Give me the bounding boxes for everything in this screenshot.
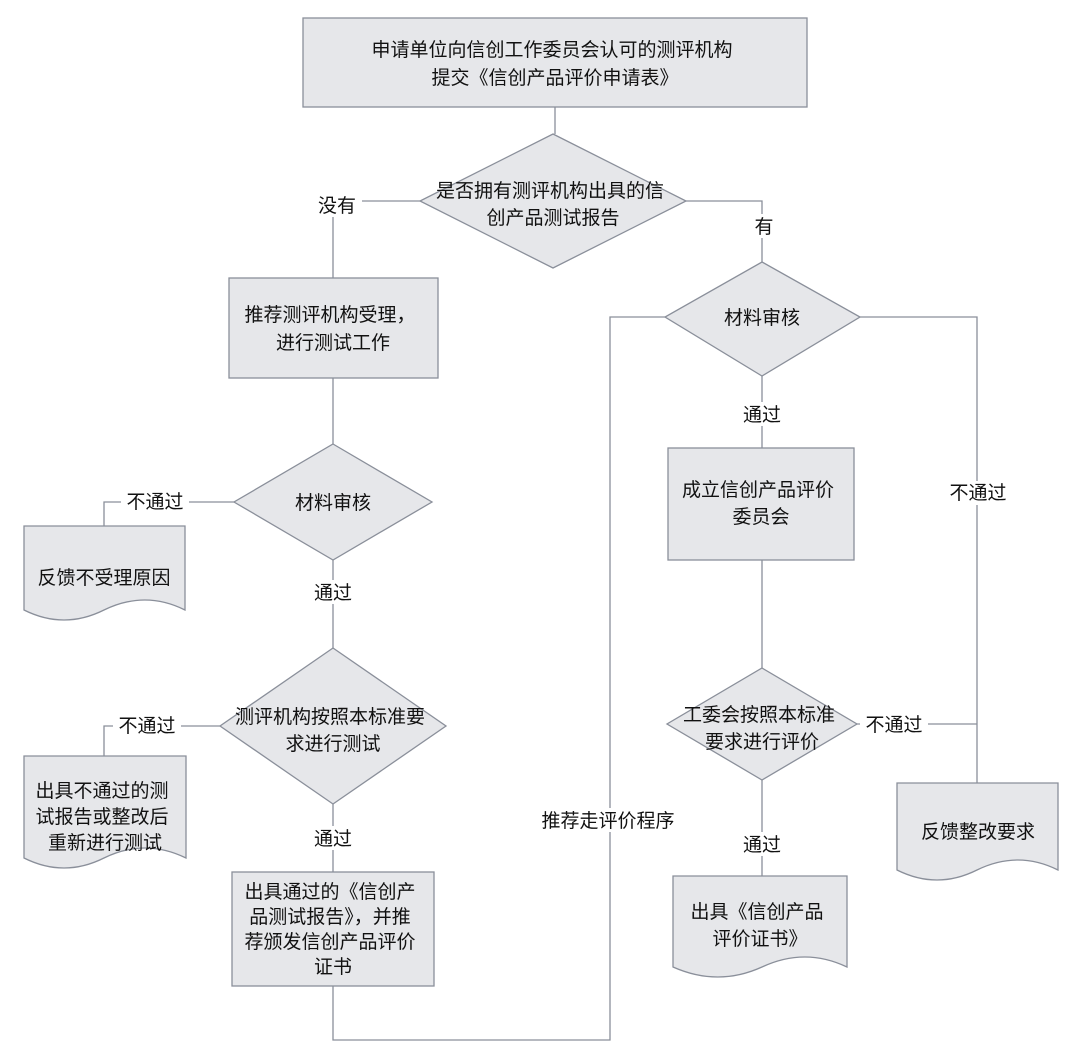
test-pass-process-box <box>231 871 435 987</box>
committee-process-box <box>667 447 855 561</box>
label-fail-eval: 不通过 <box>865 714 922 736</box>
label-recommend-path: 推荐走评价程序 <box>541 810 674 832</box>
label-fail-eval-bg <box>860 713 928 737</box>
edge-recommend-evaluation <box>332 316 665 1041</box>
certificate-document <box>672 875 848 978</box>
label-pass-eval: 通过 <box>743 834 781 856</box>
start-process-box <box>302 17 808 108</box>
reject-feedback-text: 反馈不受理原因 <box>37 567 170 589</box>
edge-yes-branch <box>686 200 763 262</box>
certificate-text: 出具《信创产品 评价证书》 <box>690 901 829 950</box>
edge-review-right-fail <box>860 316 978 783</box>
label-fail-left-review: 不通过 <box>126 491 183 513</box>
label-recommend-path-bg <box>533 808 683 832</box>
test-fail-text: 出具不通过的测 试报告或整改后 重新进行测试 <box>35 780 174 854</box>
report-decision-text: 是否拥有测评机构出具的信 创产品测试报告 <box>436 180 670 229</box>
report-decision-diamond <box>418 133 688 269</box>
test-pass-process-text: 出具通过的《信创产 品测试报告》，并推 荐颁发信创产品评价 证书 <box>244 881 421 978</box>
label-fail-test-bg <box>113 714 181 738</box>
label-pass-test: 通过 <box>314 828 352 850</box>
label-pass-test-bg <box>308 826 358 850</box>
label-yes-bg <box>751 214 777 238</box>
label-fail-left-review-bg <box>121 490 189 514</box>
test-decision-diamond <box>218 647 448 805</box>
evaluation-decision-text: 工委会按照本标准 要求进行评价 <box>683 704 841 753</box>
fix-feedback-document <box>896 782 1059 881</box>
right-review-diamond <box>663 261 862 377</box>
label-fail-right-review-bg <box>944 481 1012 505</box>
start-process-text: 申请单位向信创工作委员会认可的测评机构 提交《信创产品评价申请表》 <box>371 39 738 89</box>
reject-feedback-document <box>23 525 186 621</box>
edge-test-fail <box>103 725 220 756</box>
label-fail-test: 不通过 <box>118 715 175 737</box>
edge-review-fail <box>103 501 234 526</box>
left-review-diamond <box>232 443 434 561</box>
label-fail-right-review: 不通过 <box>949 482 1006 504</box>
recommend-process-box <box>228 277 439 379</box>
edge-labels: 没有 有 不通过 通过 不通过 通过 推荐走评价程序 通过 不通过 不通过 通过 <box>113 193 1012 856</box>
label-pass-right-review: 通过 <box>743 404 781 426</box>
label-pass-left-review-bg <box>308 580 358 604</box>
label-no: 没有 <box>318 195 356 217</box>
label-no-bg <box>312 193 362 217</box>
test-fail-document <box>23 755 187 869</box>
label-pass-right-review-bg <box>737 402 787 426</box>
label-pass-left-review: 通过 <box>314 582 352 604</box>
recommend-process-text: 推荐测评机构受理， 进行测试工作 <box>244 304 421 354</box>
evaluation-decision-diamond <box>665 667 859 781</box>
label-yes: 有 <box>754 216 773 238</box>
fix-feedback-text: 反馈整改要求 <box>921 821 1035 843</box>
label-pass-eval-bg <box>737 832 787 856</box>
committee-process-text: 成立信创产品评价 委员会 <box>682 479 840 528</box>
test-decision-text: 测评机构按照本标准要 求进行测试 <box>235 706 431 755</box>
right-review-text: 材料审核 <box>724 307 800 329</box>
left-review-text: 材料审核 <box>295 492 371 514</box>
